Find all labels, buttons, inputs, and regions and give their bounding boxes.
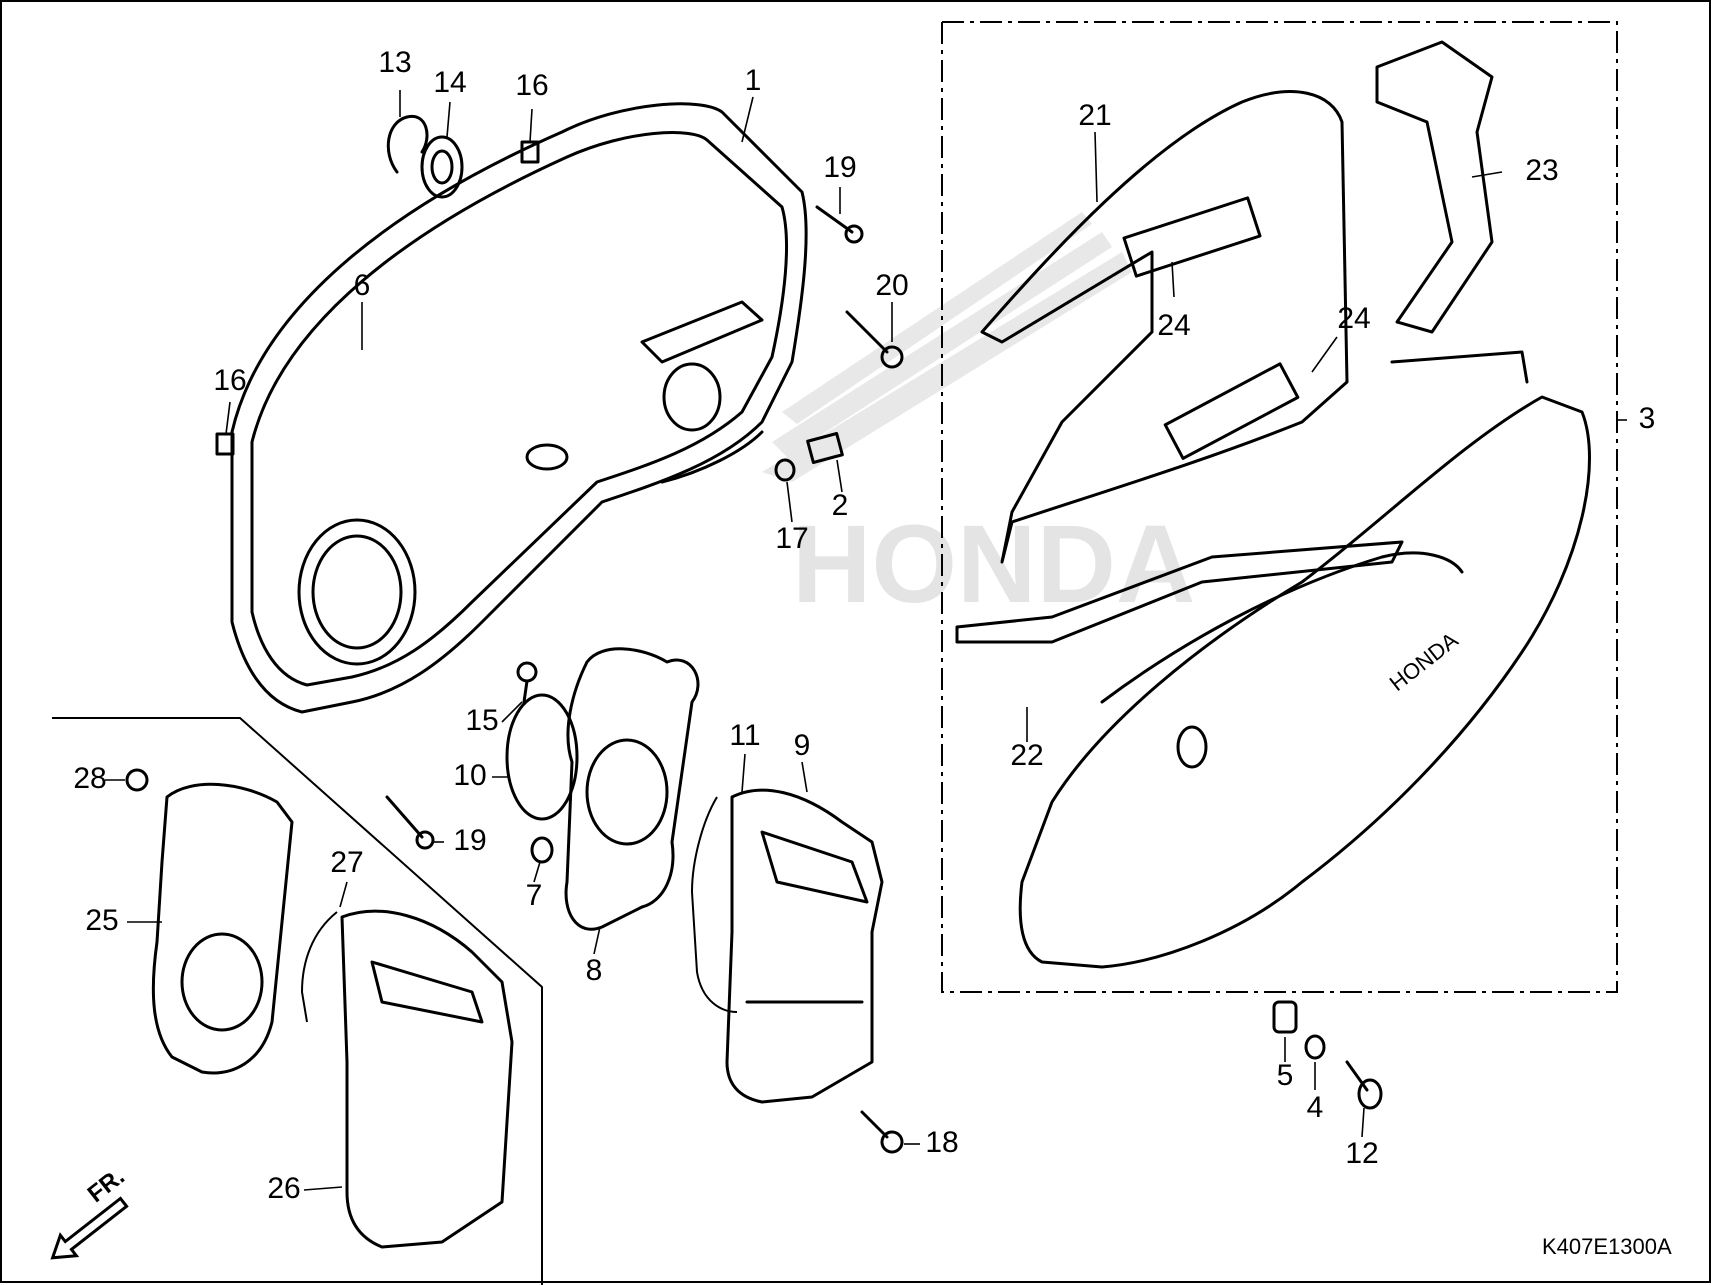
callout-12: 12: [1345, 1137, 1378, 1170]
callout-23: 23: [1525, 154, 1558, 187]
cover-plate-8: [564, 647, 700, 931]
callout-4: 4: [1307, 1091, 1324, 1124]
bolt-20: [845, 310, 904, 369]
rubber-21: [980, 90, 1349, 564]
bolt-18: [860, 1110, 904, 1154]
callout-10: 10: [453, 759, 486, 792]
callout-13: 13: [378, 46, 411, 79]
callout-19b: 19: [453, 824, 486, 857]
callout-16b: 16: [213, 364, 246, 397]
callout-6: 6: [354, 269, 371, 302]
washer-17: [774, 458, 796, 482]
callout-2: 2: [832, 489, 849, 522]
collar-4: [1304, 1034, 1326, 1060]
callout-19a: 19: [823, 151, 856, 184]
cover-26: [340, 909, 514, 1249]
callout-14: 14: [433, 66, 466, 99]
cover-badge-text: HONDA: [1385, 627, 1463, 696]
honda-watermark-text: HONDA: [792, 503, 1195, 626]
callout-24a: 24: [1157, 309, 1190, 342]
bolt-19b: [385, 795, 435, 850]
rubber-22: [955, 540, 1404, 644]
callout-16a: 16: [515, 69, 548, 102]
seal-11: [690, 796, 738, 1013]
callout-26: 26: [267, 1172, 300, 1205]
callout-1: 1: [745, 64, 762, 97]
bolt-2: [806, 431, 844, 465]
cover-25: [151, 782, 294, 1075]
bolt-15: [516, 661, 538, 704]
seal-27: [300, 911, 338, 1023]
callout-18: 18: [925, 1126, 958, 1159]
grommet-5: [1272, 1000, 1298, 1034]
assembly-box-3: [941, 21, 1618, 993]
rubber-23: [1375, 40, 1494, 334]
left-crankcase-cover: [230, 102, 808, 714]
drawing-code: K407E1300A: [1542, 1234, 1672, 1259]
callout-labels: 1 2 3 4 5 6 7 8 9 10 11 12 13 14 15 16 1…: [73, 46, 1655, 1205]
leader-lines: [105, 90, 1503, 1191]
bolt-19a: [815, 205, 864, 244]
outer-cover-3: HONDA: [1018, 350, 1591, 969]
screw-12: [1345, 1060, 1383, 1110]
tape-24b: [1163, 362, 1300, 460]
gasket-10: [505, 693, 579, 821]
front-arrow-icon: [50, 1196, 129, 1260]
dowel-pin-16b: [215, 432, 235, 456]
callout-11: 11: [729, 719, 760, 752]
callout-17: 17: [775, 522, 808, 555]
tape-24a: [1122, 196, 1262, 278]
honda-wing-watermark: HONDA: [762, 212, 1195, 626]
callout-20: 20: [875, 269, 908, 302]
section-divider: [52, 717, 543, 1285]
callout-25: 25: [85, 904, 118, 937]
callout-15: 15: [465, 704, 498, 737]
bolt-28: [125, 768, 149, 792]
oil-seal-14: [420, 135, 464, 199]
callout-3: 3: [1639, 402, 1656, 435]
callout-24b: 24: [1337, 302, 1370, 335]
intake-cover-9: [725, 788, 884, 1104]
callout-8: 8: [586, 954, 603, 987]
callout-9: 9: [794, 729, 811, 762]
circlip-13: [386, 114, 429, 174]
callout-7: 7: [526, 879, 543, 912]
callout-27: 27: [330, 846, 363, 879]
callout-22: 22: [1010, 739, 1043, 772]
callout-28: 28: [73, 762, 106, 795]
oring-7: [530, 836, 554, 864]
callout-21: 21: [1078, 99, 1111, 132]
callout-5: 5: [1277, 1059, 1294, 1092]
